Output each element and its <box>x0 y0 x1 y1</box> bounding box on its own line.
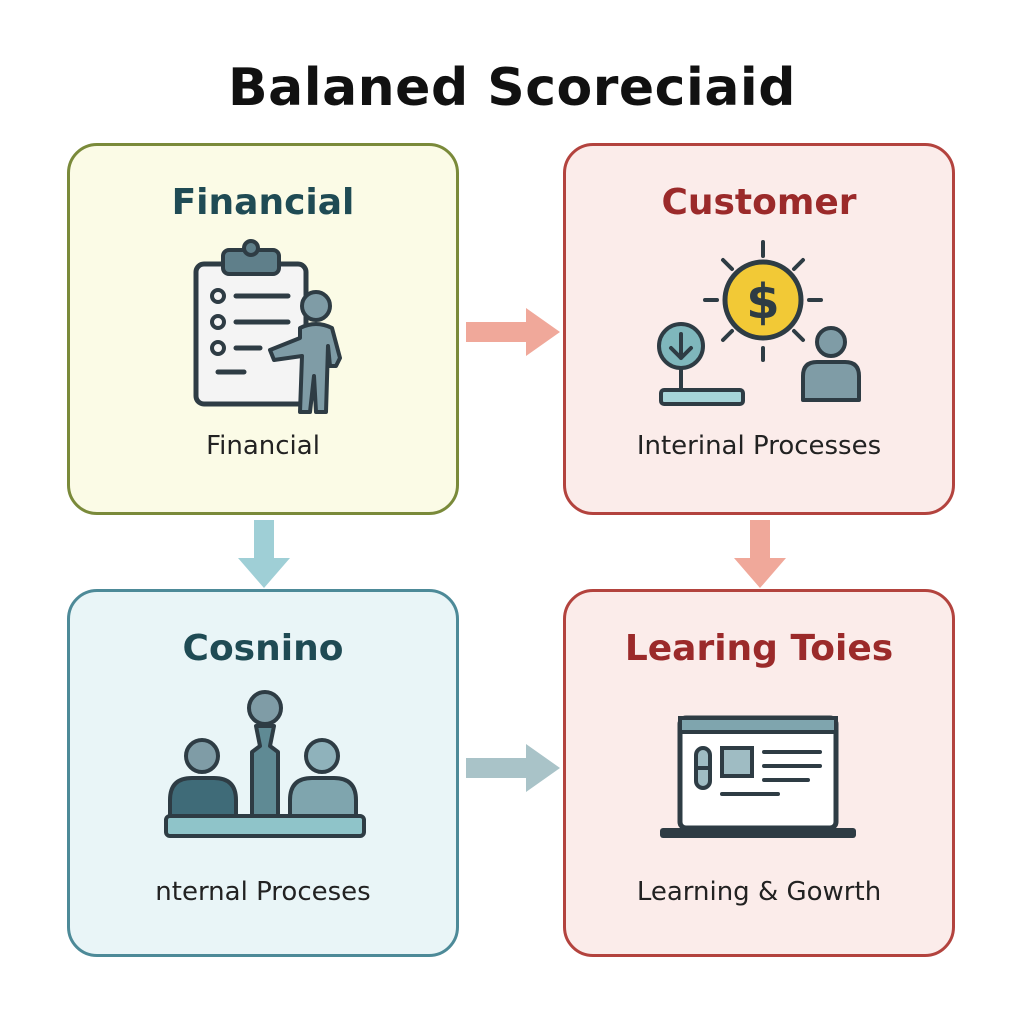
cosnino-card: Cosnino nternal Proceses <box>67 589 459 957</box>
financial-heading: Financial <box>171 182 355 223</box>
financial-caption: Financial <box>206 431 320 461</box>
team-meeting-icon <box>164 690 366 838</box>
learning-heading: Learing Toies <box>624 628 894 669</box>
learning-caption: Learning & Gowrth <box>636 877 882 907</box>
diagram-title: Balaned Scoreciaid <box>228 58 796 118</box>
customer-card: Customer $ Interinal Processes <box>563 143 955 515</box>
customer-caption: Interinal Processes <box>636 431 882 461</box>
svg-text:$: $ <box>746 274 779 330</box>
arrow-right-bottom <box>466 744 560 792</box>
customer-heading: Customer <box>661 182 857 223</box>
financial-card: Financial Financial <box>67 143 459 515</box>
arrow-right-top <box>466 308 560 356</box>
learning-card: Learing Toies Learning & Gowrth <box>563 589 955 957</box>
cosnino-heading: Cosnino <box>182 628 344 669</box>
laptop-icon <box>660 715 856 838</box>
arrow-down-right <box>734 520 786 588</box>
money-sun-customer-icon: $ <box>657 240 861 406</box>
clipboard-presenter-icon <box>193 239 342 414</box>
arrow-down-left <box>238 520 290 588</box>
cosnino-caption: nternal Proceses <box>155 877 371 907</box>
